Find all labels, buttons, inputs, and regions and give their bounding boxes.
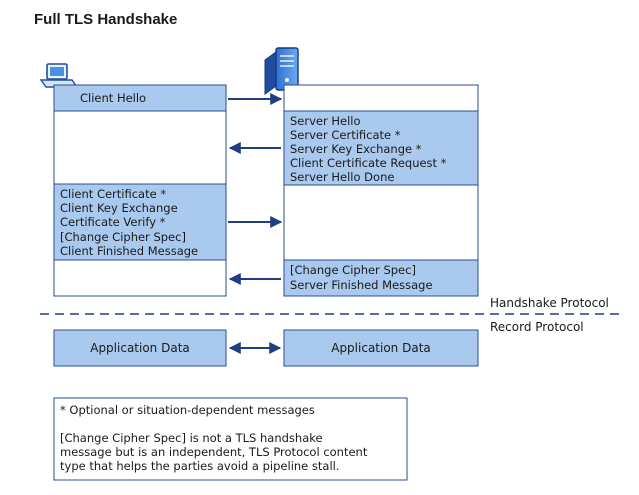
server-column: Server Hello Server Certificate * Server… — [283, 84, 479, 297]
server-icon — [264, 47, 299, 95]
server-message: Client Certificate Request * — [290, 156, 447, 170]
server-idle-top-box — [283, 84, 479, 112]
ccs-note-line: message but is an independent, TLS Proto… — [60, 445, 368, 459]
record-protocol-label: Record Protocol — [490, 320, 584, 334]
client-message: Client Certificate * — [60, 187, 166, 201]
server-finish-message: Server Finished Message — [290, 278, 433, 292]
client-message: Client Key Exchange — [60, 201, 178, 215]
laptop-icon — [39, 63, 79, 88]
diagram-title: Full TLS Handshake — [34, 11, 177, 28]
client-message: Certificate Verify * — [60, 215, 166, 229]
server-message: Server Hello Done — [290, 170, 394, 184]
client-column: Client Hello Client Certificate * Client… — [53, 84, 227, 297]
server-application-data-box — [283, 329, 479, 367]
server-finish-box — [283, 259, 479, 297]
client-idle-box — [53, 110, 227, 185]
server-idle-box — [283, 184, 479, 261]
server-message: Server Certificate * — [290, 128, 401, 142]
client-application-data-label: Application Data — [90, 341, 190, 355]
client-final-box — [53, 259, 227, 297]
notes-box — [53, 397, 408, 481]
server-message: Server Hello — [290, 114, 361, 128]
server-application-data-label: Application Data — [331, 341, 431, 355]
handshake-protocol-label: Handshake Protocol — [490, 296, 609, 310]
client-message: Client Finished Message — [60, 244, 198, 258]
ccs-note-line: type that helps the parties avoid a pipe… — [60, 459, 340, 473]
ccs-note-line: [Change Cipher Spec] is not a TLS handsh… — [60, 431, 323, 445]
client-hello-label: Client Hello — [80, 91, 146, 105]
client-application-data-box — [53, 329, 227, 367]
optional-note: * Optional or situation-dependent messag… — [60, 403, 315, 417]
server-message: Server Key Exchange * — [290, 142, 422, 156]
client-message: [Change Cipher Spec] — [60, 230, 186, 244]
server-finish-message: [Change Cipher Spec] — [290, 263, 416, 277]
